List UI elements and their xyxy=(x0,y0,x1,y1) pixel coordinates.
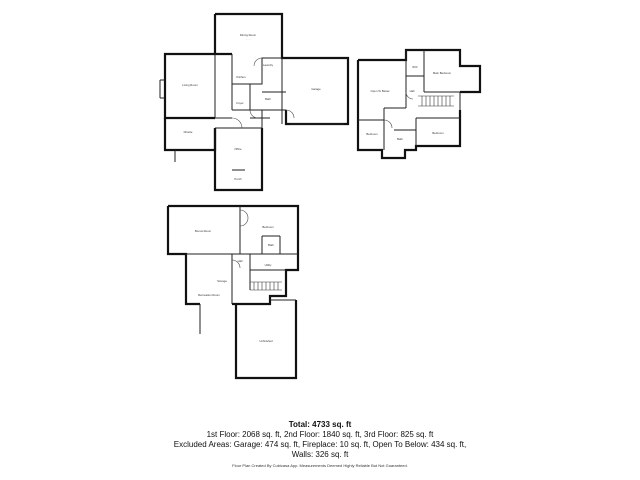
fl1-dining-dim: ·· · ·· xyxy=(246,39,251,41)
fl2-bath-label: Bath xyxy=(397,137,403,141)
fl1-garage-label: Garage xyxy=(311,87,321,91)
fl3-recreation-label: Recreation Room xyxy=(198,293,220,297)
excluded-areas-line2: Walls: 326 sq. ft xyxy=(291,450,349,459)
fl2-hall-label: Hall xyxy=(410,89,415,93)
fl1-porch-label: Porch xyxy=(234,177,242,181)
fl3-unfinished-label: Unfinished xyxy=(259,339,273,343)
fl3-utility-label: Utility xyxy=(265,263,272,267)
fl3-bath-label: Bath xyxy=(268,243,274,247)
fl3-bonus-label: Bonus Room xyxy=(195,229,212,233)
fl2-bedroom-a-label: Bedroom xyxy=(366,132,378,136)
fl1-dinette-label: Dinette xyxy=(184,130,193,134)
fl2-bedroom-b-label: Bedroom xyxy=(432,131,444,135)
second-floor-plan: Open To Below Main Bedroom WIC Hall Bedr… xyxy=(356,48,482,160)
fl1-dining-label: Dining Room xyxy=(240,33,257,37)
fl2-closet-label: WIC xyxy=(412,65,417,69)
fl2-main-bedroom-label: Main Bedroom xyxy=(433,71,452,75)
fl3-bedroom-label: Bedroom xyxy=(262,225,274,229)
fl1-kitchen-label: Kitchen xyxy=(236,75,246,79)
excluded-areas-line1: Excluded Areas: Garage: 474 sq. ft, Fire… xyxy=(173,440,467,449)
fl1-office-label: Office xyxy=(234,147,242,151)
fl1-laundry-label: Laundry xyxy=(263,63,274,67)
floor-areas: 1st Floor: 2068 sq. ft, 2nd Floor: 1840 … xyxy=(206,430,434,439)
fl2-open-below-label: Open To Below xyxy=(371,89,391,93)
first-floor-plan: Dining Room ·· · ·· Garage Living Room D… xyxy=(159,12,350,192)
total-area: Total: 4733 sq. ft xyxy=(288,420,352,429)
fl1-bath-label: Bath xyxy=(265,97,271,101)
fl3-storage-label: Storage xyxy=(217,279,227,283)
fl1-foyer-label: Foyer xyxy=(236,101,243,105)
fl1-living-label: Living Room xyxy=(182,83,198,87)
third-floor-plan: Bonus Room Bedroom Bath Hall Recreation … xyxy=(166,204,300,380)
disclaimer: Floor Plan Created By Cubicasa App. Meas… xyxy=(232,463,408,468)
fl3-hall-label: Hall xyxy=(238,259,243,263)
